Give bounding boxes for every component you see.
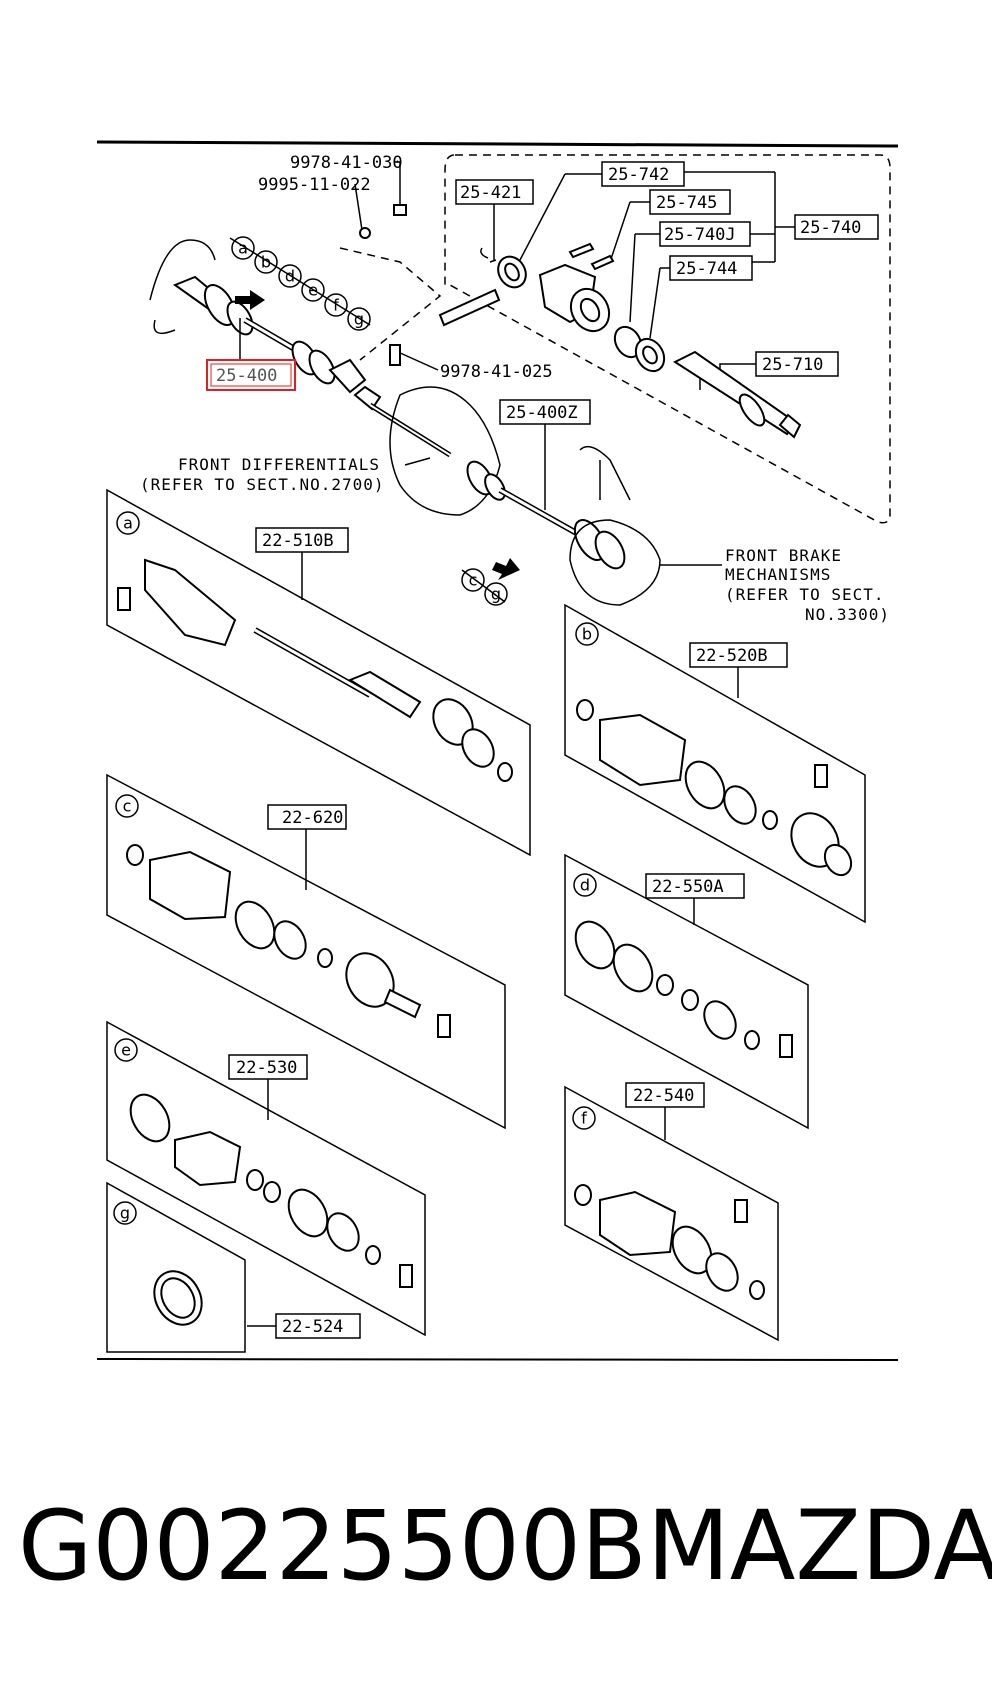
note-front-brake: FRONT BRAKE MECHANISMS (REFER TO SECT. N… — [660, 546, 890, 624]
callout-25-742: 25-742 — [519, 161, 685, 261]
panel-c: c 22-620 — [106, 773, 506, 1130]
svg-text:FRONT DIFFERENTIALS: FRONT DIFFERENTIALS — [178, 455, 380, 474]
dashed-link — [339, 247, 442, 361]
svg-text:FRONT BRAKE: FRONT BRAKE — [725, 546, 842, 565]
panel-f: f 22-540 — [564, 1082, 779, 1342]
callout-25-745: 25-745 — [609, 189, 731, 263]
callout-text: 25-400Z — [506, 403, 578, 423]
panel-g: g 22-524 — [106, 1181, 361, 1353]
svg-text:b: b — [582, 625, 592, 644]
axle-assembly — [149, 239, 661, 606]
callout-text: 25-740 — [800, 218, 861, 238]
callout-text: 25-745 — [656, 193, 717, 213]
svg-text:g: g — [120, 1204, 130, 1223]
bolt-number-3: 9978-41-025 — [389, 344, 553, 382]
callout-text: 25-710 — [762, 355, 823, 375]
svg-text:f: f — [581, 1109, 587, 1128]
callout-text: 25-400 — [216, 366, 277, 386]
svg-text:c: c — [123, 797, 132, 816]
circle-letters-top: a b d e f g c g — [229, 236, 508, 606]
svg-text:e: e — [121, 1041, 131, 1060]
svg-text:NO.3300): NO.3300) — [805, 605, 890, 624]
svg-text:c: c — [469, 571, 478, 590]
caption: G00225500B MAZDA — [18, 1490, 992, 1602]
callout-text: 25-421 — [460, 183, 521, 203]
svg-text:f: f — [333, 296, 339, 315]
svg-text:9995-11-022: 9995-11-022 — [258, 175, 371, 195]
callout-text: 25-742 — [608, 165, 669, 185]
svg-text:(REFER TO SECT.NO.2700): (REFER TO SECT.NO.2700) — [140, 475, 385, 494]
callout-text: 22-550A — [652, 877, 724, 897]
svg-text:b: b — [261, 253, 271, 272]
callout-25-744: 25-744 — [649, 255, 753, 339]
bolt-number-1: 9978-41-030 — [290, 153, 407, 216]
callout-text: 22-510B — [262, 531, 334, 551]
svg-text:MECHANISMS: MECHANISMS — [725, 565, 831, 584]
svg-text:a: a — [123, 514, 133, 533]
callout-text: 22-520B — [696, 646, 768, 666]
part-number-caption: G00225500B — [18, 1490, 647, 1602]
bolt-number-2: 9995-11-022 — [258, 175, 371, 239]
svg-text:g: g — [491, 585, 501, 604]
callout-text: 22-530 — [236, 1058, 297, 1078]
callout-25-400Z: 25-400Z — [499, 399, 591, 510]
callout-25-740: 25-740 — [684, 171, 879, 263]
callout-25-421: 25-421 — [455, 179, 534, 260]
panel-b: b 22-520B — [564, 603, 866, 924]
callout-text: 22-524 — [282, 1317, 343, 1337]
svg-text:d: d — [580, 876, 590, 895]
bottom-border-line — [96, 1358, 899, 1361]
callout-text: 25-744 — [676, 259, 737, 279]
svg-text:(REFER TO SECT.: (REFER TO SECT. — [725, 585, 885, 604]
top-border-line — [96, 140, 899, 148]
callout-25-400: 25-400 — [206, 318, 296, 391]
panel-d: d 22-550A — [564, 853, 809, 1130]
svg-text:9978-41-025: 9978-41-025 — [440, 362, 553, 382]
callout-text: 25-740J — [664, 225, 736, 245]
callout-25-740J: 25-740J — [629, 221, 751, 323]
callout-text: 22-620 — [282, 808, 343, 828]
detail-parts — [480, 242, 802, 439]
note-front-differentials: FRONT DIFFERENTIALS (REFER TO SECT.NO.27… — [140, 455, 431, 494]
panel-e: e 22-530 — [106, 1020, 426, 1337]
svg-text:9978-41-030: 9978-41-030 — [290, 153, 403, 173]
detail-dashed-region — [444, 154, 891, 524]
callout-text: 22-540 — [633, 1086, 694, 1106]
panel-a: a 22-510B — [106, 488, 531, 857]
brand-caption: MAZDA — [646, 1490, 992, 1602]
svg-text:a: a — [238, 239, 248, 258]
